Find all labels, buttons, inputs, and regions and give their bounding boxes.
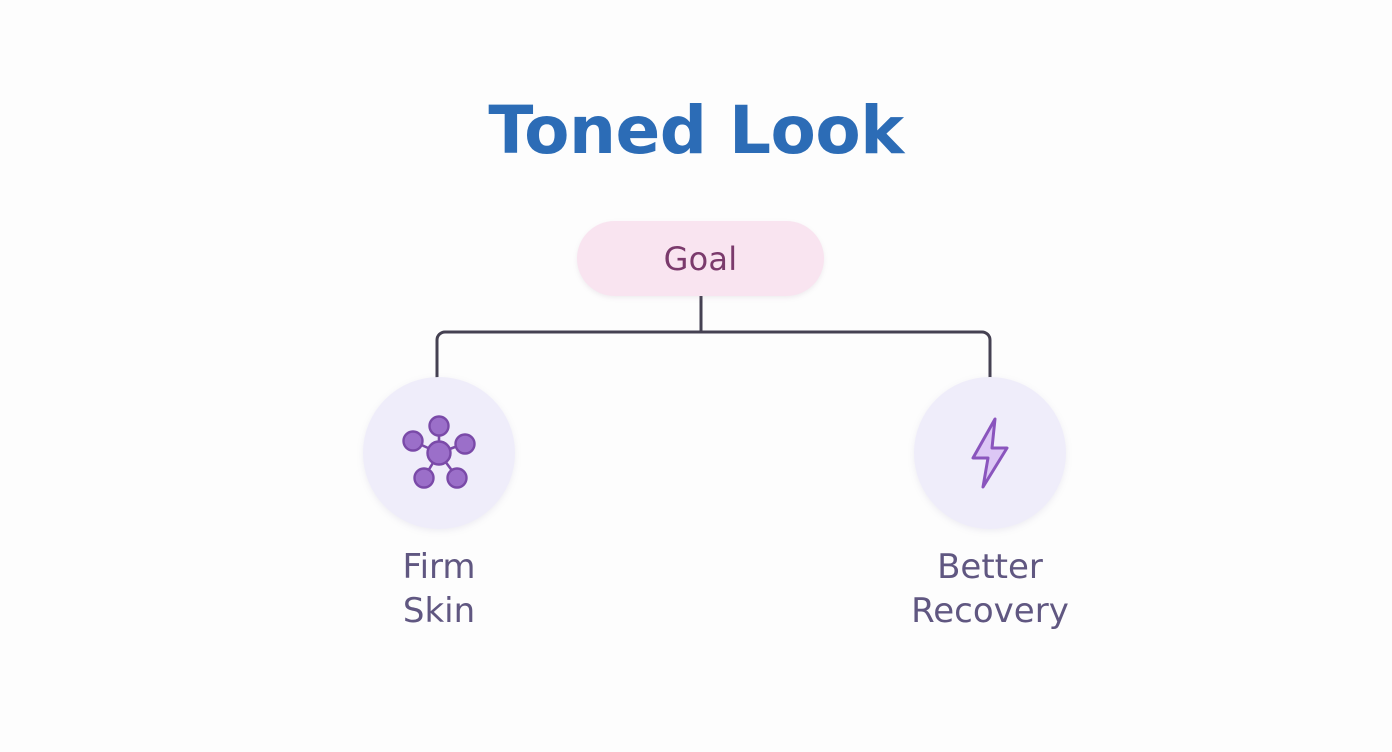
root-node-label: Goal <box>663 239 738 278</box>
lightning-bolt-icon <box>971 417 1009 489</box>
branch-node-better-recovery[interactable]: Better Recovery <box>875 377 1105 633</box>
branch-icon-circle <box>363 377 515 529</box>
branch-label: Firm Skin <box>402 547 476 631</box>
connector-branch-1 <box>699 330 992 381</box>
root-node-goal[interactable]: Goal <box>577 221 824 296</box>
branch-node-firm-skin[interactable]: Firm Skin <box>324 377 554 633</box>
molecule-icon <box>402 415 476 489</box>
connector-branch-0 <box>435 330 703 381</box>
branch-label: Better Recovery <box>911 547 1069 631</box>
branch-icon-circle <box>914 377 1066 529</box>
page-title: Toned Look <box>488 92 904 169</box>
